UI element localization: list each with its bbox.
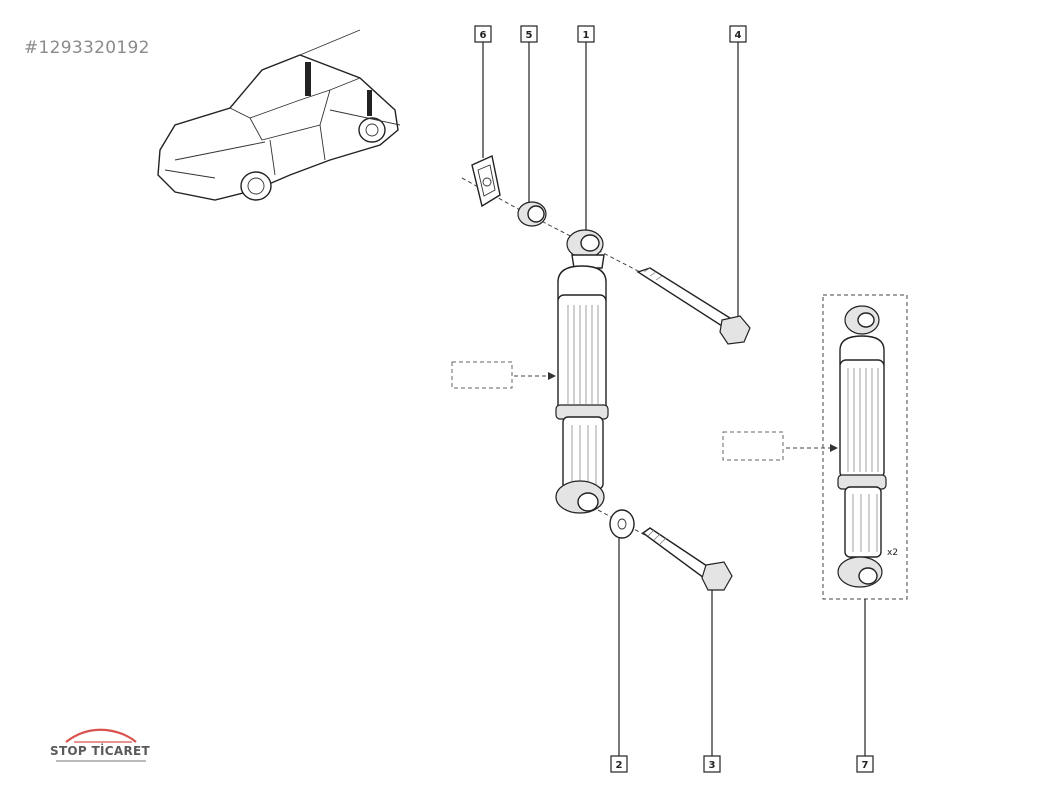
- reference-box-left: [451, 361, 556, 389]
- part-3-lower-bolt: [641, 527, 733, 591]
- stop-ticaret-logo: [65, 728, 137, 743]
- callout-7: 7: [856, 755, 874, 773]
- catalog-number: #1293320192: [24, 38, 150, 58]
- part-5-bush: [517, 201, 547, 227]
- callout-5: 5: [520, 25, 538, 43]
- callout-2: 2: [610, 755, 628, 773]
- callout-4: 4: [729, 25, 747, 43]
- front-shock-indicator-icon: [305, 62, 311, 96]
- svg-text:5: 5: [526, 30, 533, 41]
- svg-text:4: 4: [735, 30, 742, 41]
- part-6-bracket: [471, 155, 501, 208]
- part-7-shock-absorber-set: x2: [822, 294, 908, 600]
- callout-3: 3: [703, 755, 721, 773]
- svg-text:2: 2: [616, 760, 623, 771]
- logo-text: STOP TİCARET: [50, 744, 150, 758]
- svg-text:7: 7: [862, 760, 869, 771]
- svg-text:3: 3: [709, 760, 716, 771]
- part-2-washer: [609, 509, 635, 539]
- svg-text:1: 1: [583, 30, 590, 41]
- part-1-shock-absorber: [555, 229, 609, 514]
- callout-6: 6: [474, 25, 492, 43]
- svg-text:6: 6: [480, 30, 487, 41]
- car-thumbnail: [157, 29, 401, 201]
- reference-box-right: [722, 431, 838, 461]
- callout-1: 1: [577, 25, 595, 43]
- rear-shock-indicator-icon: [367, 90, 372, 116]
- part-4-upper-bolt: [636, 267, 751, 345]
- quantity-note: x2: [887, 548, 898, 558]
- logo-underline: [56, 760, 146, 762]
- car-silhouette-icon: [65, 728, 137, 743]
